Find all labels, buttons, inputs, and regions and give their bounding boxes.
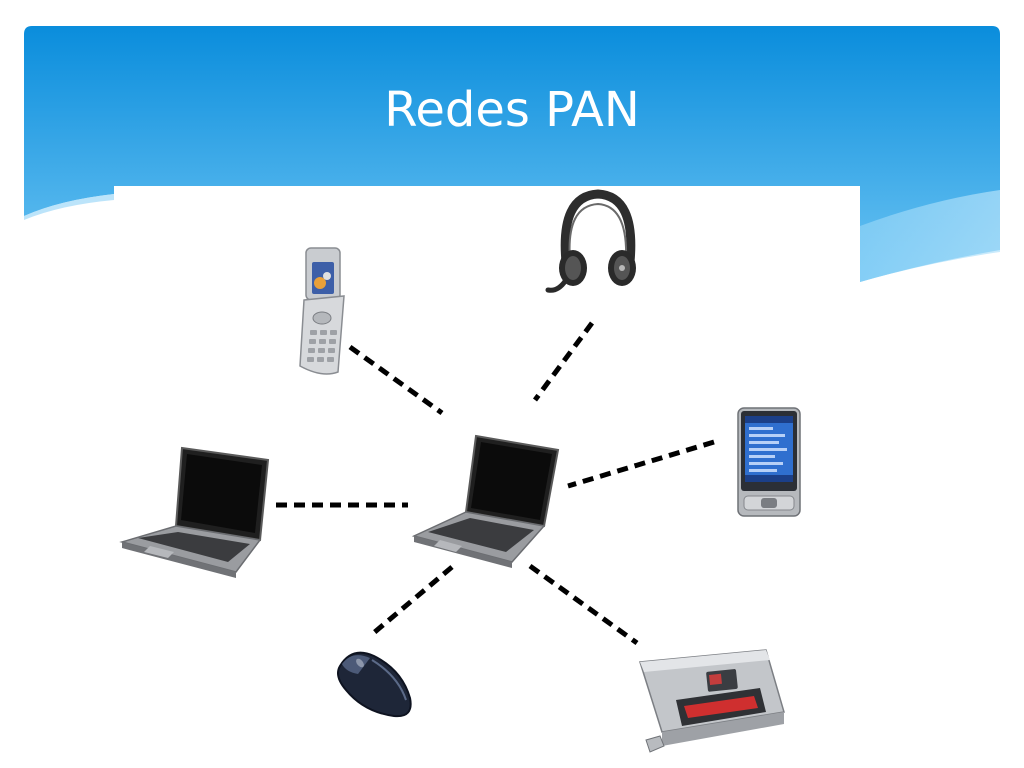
connection-headset — [532, 321, 595, 402]
connection-mouse — [368, 565, 454, 638]
mouse-icon — [337, 651, 412, 718]
flip-phone-icon — [299, 247, 345, 375]
title-banner — [24, 26, 1000, 282]
connection-phone — [348, 344, 444, 416]
connection-printer — [528, 563, 639, 646]
hub-laptop-icon — [411, 434, 560, 568]
laptop-icon — [119, 446, 270, 578]
connection-pda — [567, 439, 715, 489]
headset-icon — [545, 189, 636, 293]
slide-title: Redes PAN — [384, 82, 640, 138]
printer-icon — [639, 649, 785, 753]
pda-icon — [737, 407, 801, 517]
